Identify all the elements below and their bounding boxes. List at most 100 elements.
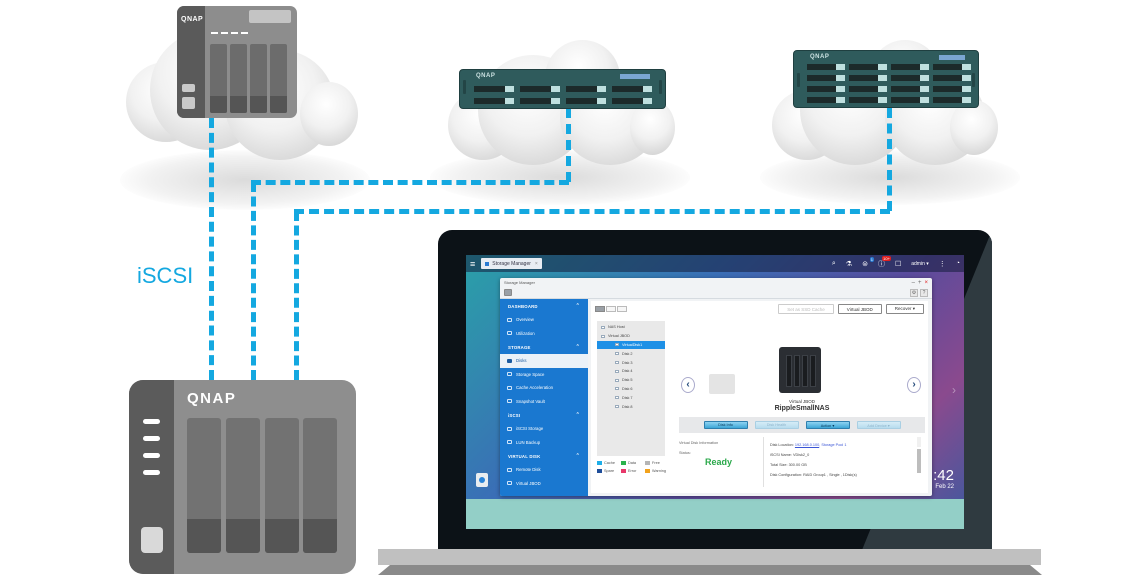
chevron-up-icon: ⌃: [575, 453, 580, 459]
drive-bay: [250, 44, 267, 113]
help-button[interactable]: ?: [920, 288, 928, 297]
recycle-bin-icon[interactable]: [476, 473, 488, 487]
tree-node-disk[interactable]: Disk 3: [597, 358, 665, 367]
tree-node-nas-host[interactable]: NAS Host: [597, 323, 665, 332]
add-device-dropdown[interactable]: Add Device ▾: [856, 421, 901, 429]
nas-tower-host: QNAP: [129, 380, 356, 574]
section-label: iSCSI: [508, 412, 521, 418]
expand-icon[interactable]: [601, 334, 605, 338]
sidebar-item-disks[interactable]: Disks: [500, 354, 588, 368]
sidebar-item-lun-backup[interactable]: LUN Backup: [500, 436, 588, 450]
sidebar-item-iscsi-storage[interactable]: iSCSI Storage: [500, 422, 588, 436]
disk-icon: [615, 343, 619, 347]
tree-node-virtualdisk1[interactable]: VirtualDisk1: [597, 340, 665, 350]
tree-label: VirtualDisk1: [622, 342, 643, 347]
details-scrollbar[interactable]: [917, 437, 921, 473]
disk-icon: [615, 369, 619, 373]
user-avatar-icon[interactable]: ☐: [894, 260, 902, 268]
status-value: Ready: [705, 457, 733, 467]
utilization-icon: [507, 331, 512, 336]
recover-dropdown[interactable]: Recover ▾: [885, 304, 924, 314]
lcd-panel: [249, 10, 291, 23]
device-carousel: ‹ › Virtual JBOD RippleSmallNAS: [679, 321, 925, 416]
desktop-next-arrow-icon[interactable]: ›: [952, 383, 956, 397]
desktop-clock: :42 Feb 22: [933, 467, 954, 490]
storage-pool-link[interactable]: , Storage Pool 1: [819, 443, 847, 447]
sidebar-item-remote-disk[interactable]: Remote Disk: [500, 463, 588, 477]
user-menu[interactable]: admin ▾: [911, 260, 929, 267]
section-label: VIRTUAL DISK: [508, 453, 541, 459]
external-device-icon[interactable]: ⊜1: [862, 256, 874, 268]
iscsi-line-middle-vertical: [251, 182, 256, 380]
tree-node-disk[interactable]: Disk 6: [597, 385, 665, 394]
legend-item-free: Free: [645, 461, 666, 465]
tree-node-virtual-jbod[interactable]: Virtual JBOD: [597, 332, 665, 341]
notification-badge: 1: [869, 256, 874, 262]
maximize-button[interactable]: +: [917, 279, 922, 286]
remote-disk-icon: [507, 467, 512, 472]
storage-manager-window: Storage Manager – + × ⚙ ? DASHBOARD⌃ Ove…: [500, 278, 932, 496]
toggle-sidebar-button[interactable]: [504, 289, 512, 296]
iscsi-line-right-horizontal: [294, 209, 890, 214]
disks-icon: [507, 358, 512, 363]
virtual-jbod-icon: [507, 481, 512, 486]
tree-node-disk[interactable]: Disk 2: [597, 349, 665, 358]
dashboard-gauge-icon[interactable]: ◔: [955, 260, 960, 267]
sidebar-item-virtual-jbod[interactable]: Virtual JBOD: [500, 477, 588, 491]
settings-gear-button[interactable]: ⚙: [910, 288, 918, 297]
sidebar-item-storage-space[interactable]: Storage Space: [500, 368, 588, 382]
sidebar-item-cache-acceleration[interactable]: Cache Acceleration: [500, 381, 588, 395]
taskbar-tab-storage-manager[interactable]: Storage Manager ×: [481, 258, 542, 269]
disk-location-link[interactable]: 192.168.0.100: [794, 443, 820, 447]
disk-icon: [615, 396, 619, 400]
tree-node-disk[interactable]: Disk 7: [597, 393, 665, 402]
iscsi-line-right-drop: [887, 108, 892, 211]
virtual-jbod-button[interactable]: Virtual JBOD: [837, 304, 882, 314]
expand-icon[interactable]: [601, 325, 605, 329]
view-enclosure-button[interactable]: [595, 306, 605, 312]
action-dropdown[interactable]: Action ▾: [805, 421, 850, 429]
sidebar-section-dashboard[interactable]: DASHBOARD⌃: [500, 299, 588, 313]
disk-health-button[interactable]: Disk Health: [754, 421, 799, 429]
sidebar-section-virtual-disk[interactable]: VIRTUAL DISK ⌃: [500, 449, 588, 463]
tab-close-icon[interactable]: ×: [534, 260, 538, 267]
sidebar-item-utilization[interactable]: Utilization: [500, 327, 588, 341]
close-button[interactable]: ×: [924, 279, 928, 286]
device-action-bar: Disk Info Disk Health Action ▾ Add Devic…: [679, 417, 925, 433]
background-tasks-icon[interactable]: ⚗: [845, 260, 853, 268]
sidebar-item-overview[interactable]: Overview: [500, 313, 588, 327]
device-image: [779, 347, 821, 393]
qnap-logo: QNAP: [181, 16, 204, 23]
tree-node-disk[interactable]: Disk 8: [597, 402, 665, 411]
chevron-up-icon: ⌃: [575, 344, 580, 350]
snapshot-icon: [507, 399, 512, 404]
chevron-right-icon[interactable]: ›: [907, 377, 921, 393]
search-icon[interactable]: ⌕: [831, 259, 836, 267]
tree-label: Disk 2: [622, 351, 633, 356]
view-grid-button[interactable]: [606, 306, 616, 312]
sidebar-section-iscsi[interactable]: iSCSI⌃: [500, 408, 588, 422]
virtual-disk-info: Virtual Disk Information Status: Ready: [679, 441, 759, 467]
status-label: Status:: [679, 451, 691, 455]
more-options-icon[interactable]: ⋮: [938, 260, 946, 268]
disk-info-button[interactable]: Disk Info: [703, 421, 748, 429]
tree-node-disk[interactable]: Disk 5: [597, 376, 665, 385]
main-menu-icon[interactable]: ≡: [470, 258, 476, 269]
drive-bay: [303, 418, 337, 553]
disk-icon: [615, 387, 619, 391]
laptop-base: [378, 549, 1041, 565]
drive-bay: [226, 418, 260, 553]
virtual-disk-details: Disk Location: 192.168.0.100, Storage Po…: [763, 437, 923, 487]
chevron-left-icon[interactable]: ‹: [681, 377, 695, 393]
view-list-button[interactable]: [617, 306, 627, 312]
sidebar-item-snapshot-vault[interactable]: Snapshot Vault: [500, 395, 588, 409]
tree-node-disk[interactable]: Disk 4: [597, 367, 665, 376]
tree-label: Disk 6: [622, 386, 633, 391]
disk-icon: [615, 352, 619, 356]
set-ssd-cache-button[interactable]: Set as SSD Cache: [778, 304, 834, 314]
disk-location: Disk Location: 192.168.0.100, Storage Po…: [770, 443, 847, 447]
sidebar-section-storage[interactable]: STORAGE⌃: [500, 340, 588, 354]
minimize-button[interactable]: –: [911, 279, 915, 286]
